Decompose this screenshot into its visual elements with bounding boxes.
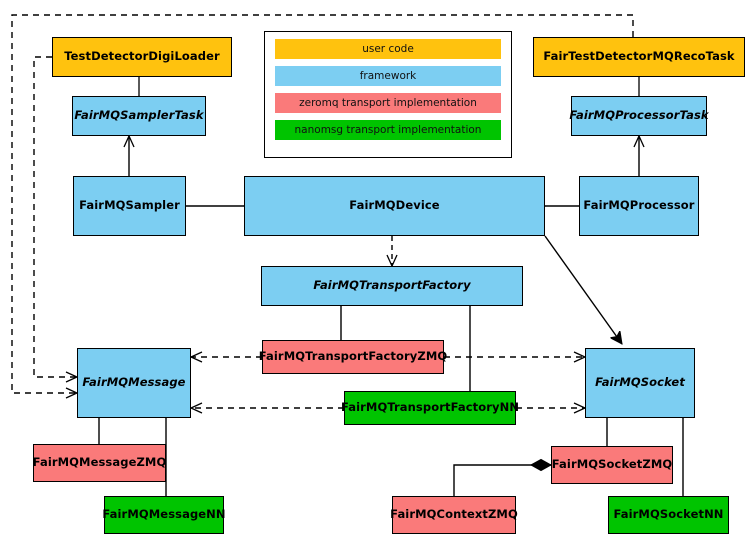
class-label: FairMQSocketZMQ — [551, 457, 673, 472]
class-box-fairmqprocessor[interactable]: FairMQProcessor — [579, 176, 699, 236]
class-box-fairmqtransportfactory[interactable]: FairMQTransportFactory — [261, 266, 523, 306]
class-box-fairmqsocketzmq[interactable]: FairMQSocketZMQ — [551, 446, 673, 484]
class-box-testdetectordigiloader[interactable]: TestDetectorDigiLoader — [52, 37, 232, 77]
class-label: FairMQProcessor — [583, 198, 695, 213]
class-box-fairmqsocket[interactable]: FairMQSocket — [585, 348, 695, 418]
class-label: FairMQTransportFactoryZMQ — [258, 349, 448, 364]
class-box-fairmqmessagenn[interactable]: FairMQMessageNN — [102, 496, 226, 534]
legend-item-framework: framework — [275, 66, 501, 86]
class-label: FairMQTransportFactoryNN — [340, 400, 520, 415]
edge-device-socket — [544, 235, 622, 344]
class-label: FairMQSocket — [595, 375, 685, 390]
class-label: FairMQSamplerTask — [74, 108, 204, 123]
class-label: FairMQDevice — [349, 198, 440, 213]
edge-contextzmq-socketzmq — [453, 465, 551, 496]
class-box-fairmqdevice[interactable]: FairMQDevice — [244, 176, 545, 236]
class-box-fairmqtransportfactorynn[interactable]: FairMQTransportFactoryNN — [340, 391, 520, 425]
class-box-fairmqsampler[interactable]: FairMQSampler — [73, 176, 186, 236]
class-box-fairmqsamplertask[interactable]: FairMQSamplerTask — [72, 96, 206, 136]
class-label: FairMQProcessorTask — [569, 108, 709, 123]
legend-item-user-code: user code — [275, 39, 501, 59]
class-label: FairMQMessageNN — [102, 507, 226, 522]
class-box-fairmqcontextzmq[interactable]: FairMQContextZMQ — [390, 496, 518, 534]
class-box-fairmqprocessortask[interactable]: FairMQProcessorTask — [569, 96, 709, 136]
legend-label: nanomsg transport implementation — [294, 124, 482, 136]
edge-digiloader-message-routed — [33, 56, 77, 377]
legend-panel: user code framework zeromq transport imp… — [264, 31, 512, 158]
class-label: FairMQContextZMQ — [390, 507, 518, 522]
class-box-fairmqmessage[interactable]: FairMQMessage — [77, 348, 191, 418]
class-label: TestDetectorDigiLoader — [64, 49, 220, 64]
class-label: FairMQMessageZMQ — [32, 455, 167, 470]
class-box-fairmqsocketnn[interactable]: FairMQSocketNN — [608, 496, 729, 534]
class-label: FairMQSampler — [79, 198, 180, 213]
legend-label: user code — [362, 43, 414, 55]
legend-label: framework — [359, 70, 417, 82]
legend-item-nanomsg: nanomsg transport implementation — [275, 120, 501, 140]
class-label: FairMQSocketNN — [613, 507, 724, 522]
class-box-fairmqmessagezmq[interactable]: FairMQMessageZMQ — [33, 444, 166, 482]
class-box-fairtestdetectormqrecotask[interactable]: FairTestDetectorMQRecoTask — [533, 37, 745, 77]
legend-label: zeromq transport implementation — [299, 97, 477, 109]
class-label: FairMQMessage — [82, 375, 186, 390]
class-label: FairMQTransportFactory — [313, 278, 471, 293]
class-box-fairmqtransportfactoryzmq[interactable]: FairMQTransportFactoryZMQ — [259, 340, 447, 374]
class-label: FairTestDetectorMQRecoTask — [543, 49, 735, 64]
legend-item-zeromq: zeromq transport implementation — [275, 93, 501, 113]
